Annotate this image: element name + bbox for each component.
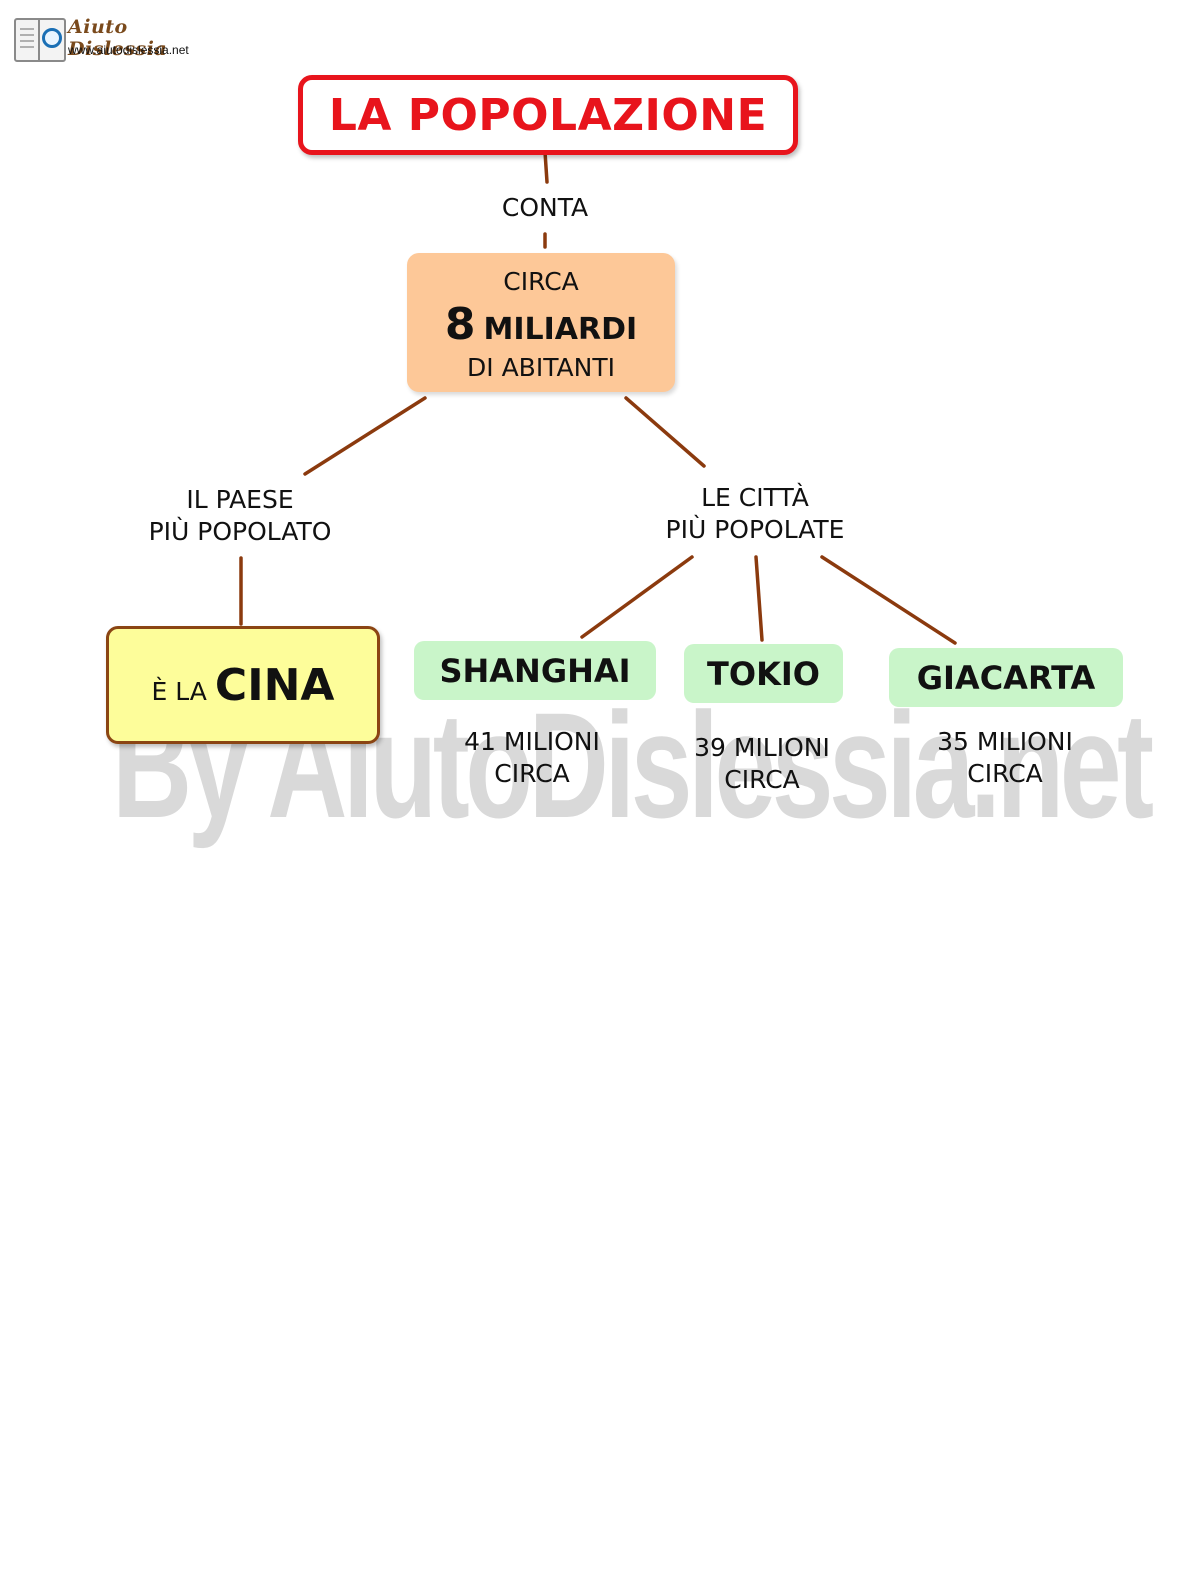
connector-main-paese — [303, 396, 427, 476]
population-giacarta: 35 MILIONI CIRCA — [905, 726, 1105, 790]
cina-name: CINA — [214, 659, 335, 711]
city-node-giacarta: GIACARTA — [889, 648, 1123, 707]
connector-title-conta — [543, 150, 549, 184]
city-name: GIACARTA — [916, 658, 1096, 697]
main-line1: CIRCA — [503, 267, 579, 296]
cina-node: È LA CINA — [106, 626, 380, 744]
population-line2: CIRCA — [724, 765, 800, 794]
population-line1: 35 MILIONI — [937, 727, 1073, 756]
population-shanghai: 41 MILIONI CIRCA — [432, 726, 632, 790]
logo-brand: Aiuto Dislessia — [68, 16, 168, 60]
logo-url: www.aiutodislessia.net — [68, 43, 189, 57]
city-node-shanghai: SHANGHAI — [414, 641, 656, 700]
main-number: 8 — [444, 299, 476, 350]
city-node-tokio: TOKIO — [684, 644, 843, 703]
population-tokio: 39 MILIONI CIRCA — [662, 732, 862, 796]
population-line2: CIRCA — [967, 759, 1043, 788]
link-label-paese: IL PAESE PIÙ POPOLATO — [110, 484, 370, 548]
book-icon — [14, 18, 66, 62]
population-line2: CIRCA — [494, 759, 570, 788]
link-label-conta: CONTA — [501, 193, 589, 222]
city-name: TOKIO — [707, 654, 820, 693]
paese-label-line2: PIÙ POPOLATO — [148, 517, 332, 546]
connector-main-citta — [624, 396, 706, 468]
population-line1: 39 MILIONI — [694, 733, 830, 762]
connector-citta-tokio — [754, 555, 764, 642]
logo: Aiuto Dislessia www.aiutodislessia.net — [14, 16, 204, 62]
paese-label-line1: IL PAESE — [186, 485, 294, 514]
title-box: LA POPOLAZIONE — [298, 75, 798, 155]
citta-label-line2: PIÙ POPOLATE — [665, 515, 845, 544]
page-title: LA POPOLAZIONE — [328, 89, 768, 141]
cina-prefix: È LA — [151, 676, 207, 706]
link-label-citta: LE CITTÀ PIÙ POPOLATE — [620, 482, 890, 546]
citta-label-line1: LE CITTÀ — [701, 483, 809, 512]
magnifier-icon — [42, 28, 62, 48]
main-unit: MILIARDI — [483, 312, 638, 347]
connector-citta-shanghai — [580, 555, 694, 639]
population-line1: 41 MILIONI — [464, 727, 600, 756]
connector-citta-giacarta — [820, 555, 957, 645]
main-line3: DI ABITANTI — [467, 353, 615, 382]
city-name: SHANGHAI — [439, 651, 631, 690]
